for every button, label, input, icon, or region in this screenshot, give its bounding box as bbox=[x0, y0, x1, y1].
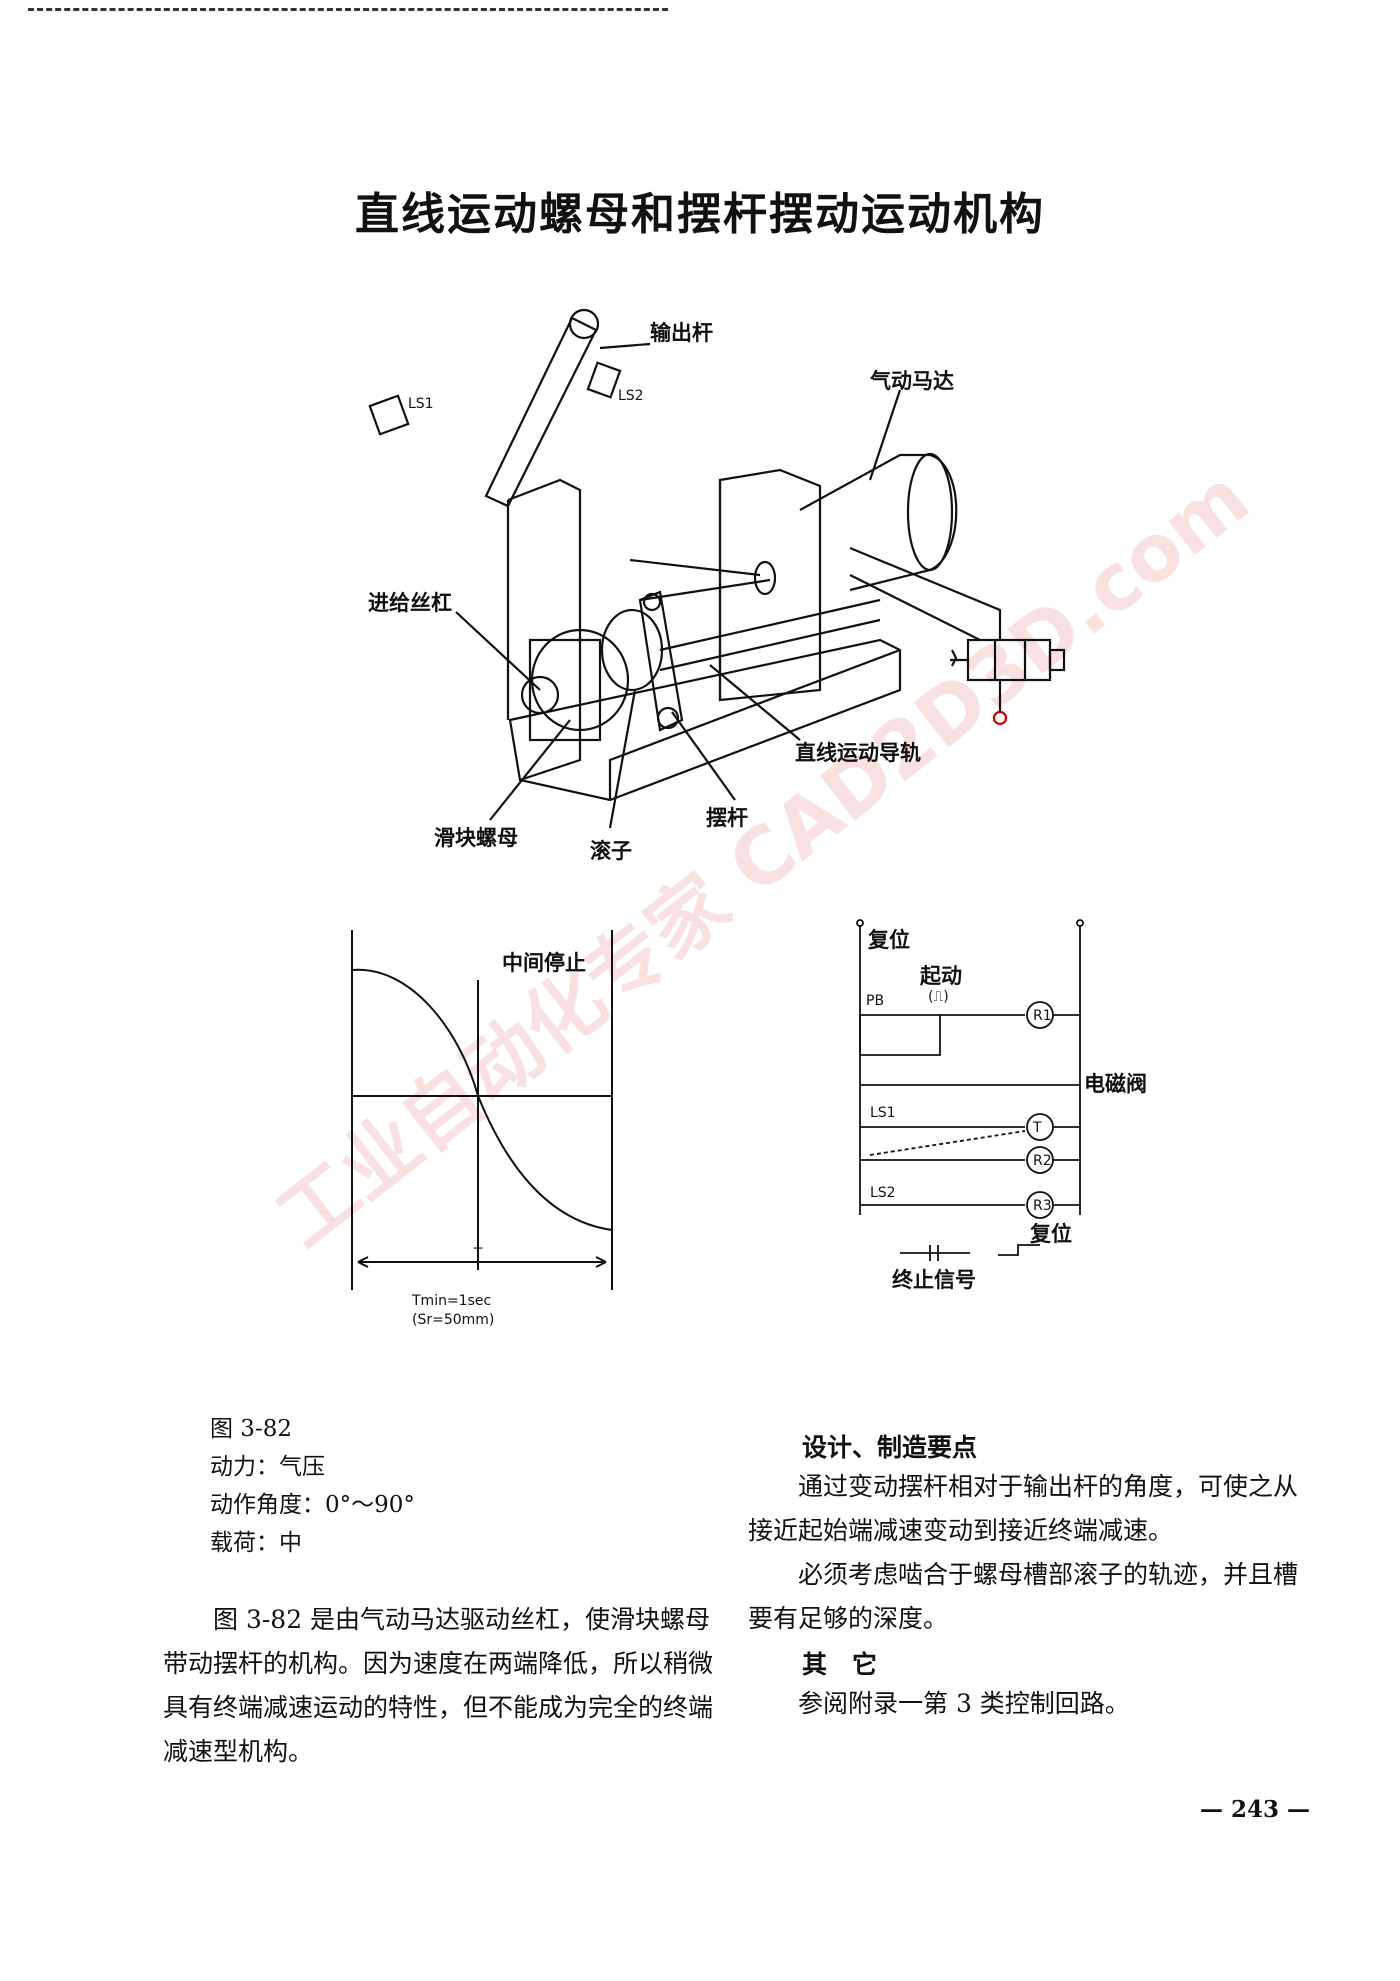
spec-load: 载荷：中 bbox=[210, 1530, 302, 1556]
chart-note-1: Tmin=1sec bbox=[411, 1293, 491, 1309]
chart-label-stop: 中间停止 bbox=[502, 951, 586, 975]
label-lever: 摆杆 bbox=[706, 806, 748, 830]
circuit-start-symbol: (⎍) bbox=[928, 989, 949, 1005]
page-title: 直线运动螺母和摆杆摆动运动机构 bbox=[355, 189, 1045, 240]
coil-r3: R3 bbox=[1033, 1198, 1052, 1214]
motion-chart: 中间停止 T Tmin=1sec (Sr=50mm) bbox=[351, 930, 613, 1328]
spec-figure: 图 3-82 bbox=[210, 1416, 292, 1442]
circuit-reset-2: 复位 bbox=[1029, 1222, 1072, 1246]
circuit-pb: PB bbox=[866, 993, 884, 1009]
circuit-end-signal: 终止信号 bbox=[892, 1268, 976, 1292]
label-roller: 滚子 bbox=[590, 839, 632, 863]
label-air-motor: 气动马达 bbox=[869, 369, 954, 393]
label-ls1: LS1 bbox=[408, 396, 434, 412]
design-heading: 设计、制造要点 bbox=[802, 1433, 978, 1462]
spec-power: 动力：气压 bbox=[210, 1454, 325, 1480]
top-dash-border bbox=[28, 8, 668, 15]
label-slider-nut: 滑块螺母 bbox=[434, 826, 518, 850]
description-paragraph: 图 3-82 是由气动马达驱动丝杠，使滑块螺母带动摆杆的机构。因为速度在两端降低… bbox=[163, 1605, 714, 1766]
other-paragraph: 参阅附录一第 3 类控制回路。 bbox=[798, 1689, 1130, 1718]
mechanism-illustration: 输出杆 LS1 LS2 气动马达 进给丝杠 直线运动导轨 摆杆 滑块螺母 滚子 bbox=[368, 308, 1066, 863]
coil-r2: R2 bbox=[1033, 1153, 1052, 1169]
contact-ls2: LS2 bbox=[870, 1185, 896, 1201]
circuit-reset: 复位 bbox=[867, 928, 910, 952]
other-heading: 其 它 bbox=[802, 1650, 878, 1679]
circuit-solenoid: 电磁阀 bbox=[1084, 1072, 1147, 1096]
chart-label-T: T bbox=[473, 1246, 483, 1262]
coil-t: T bbox=[1032, 1120, 1042, 1136]
control-circuit: 复位 起动 (⎍) PB R1 T R2 R3 LS1 LS2 电磁阀 复位 终… bbox=[856, 919, 1147, 1292]
label-output-rod: 输出杆 bbox=[650, 321, 713, 345]
coil-r1: R1 bbox=[1033, 1008, 1052, 1024]
contact-ls1: LS1 bbox=[870, 1105, 896, 1121]
design-paragraph-1: 通过变动摆杆相对于输出杆的角度，可使之从接近起始端减速变动到接近终端减速。 bbox=[748, 1472, 1299, 1545]
design-paragraph-2: 必须考虑啮合于螺母槽部滚子的轨迹，并且槽要有足够的深度。 bbox=[748, 1560, 1299, 1633]
spec-block: 图 3-82 动力：气压 动作角度：0°～90° 载荷：中 bbox=[210, 1410, 415, 1562]
circuit-start: 起动 bbox=[919, 964, 962, 988]
page-number: — 243 — bbox=[1200, 1796, 1311, 1823]
spec-angle: 动作角度：0°～90° bbox=[210, 1492, 415, 1518]
label-linear-guide: 直线运动导轨 bbox=[795, 741, 921, 765]
label-feed-screw: 进给丝杠 bbox=[368, 591, 452, 615]
label-ls2: LS2 bbox=[618, 388, 644, 404]
chart-note-2: (Sr=50mm) bbox=[412, 1312, 494, 1328]
